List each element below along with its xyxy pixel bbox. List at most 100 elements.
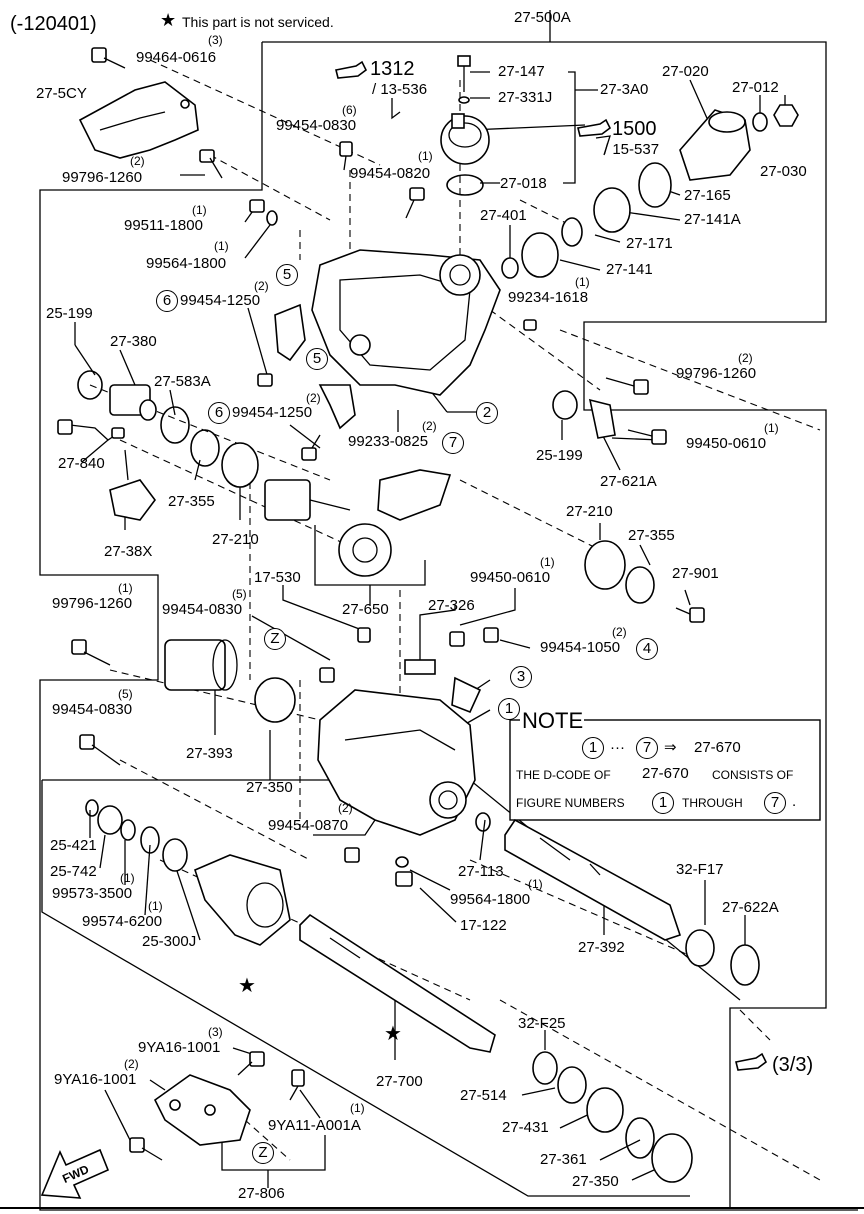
ring-27-355-b — [625, 566, 655, 604]
ref-1500-sub[interactable]: / 15-537 — [604, 141, 660, 158]
label-27-380[interactable]: 27-380 — [110, 333, 157, 350]
label-99454-0830-b[interactable]: 99454-0830 — [162, 601, 243, 618]
label-9YA11-A001A[interactable]: 9YA11-A001A — [268, 1117, 361, 1134]
note-line2b[interactable]: 27-670 — [642, 765, 689, 782]
label-9YA16-1001-b[interactable]: 9YA16-1001 — [54, 1071, 137, 1088]
label-27-431[interactable]: 27-431 — [502, 1119, 549, 1136]
label-27-012[interactable]: 27-012 — [732, 79, 779, 96]
bolt-99796-1260-a — [199, 149, 223, 179]
label-9YA16-1001-a[interactable]: 9YA16-1001 — [138, 1039, 221, 1056]
next-page-ref[interactable]: (3/3) — [772, 1054, 814, 1076]
bolt-99511-1800 — [249, 199, 265, 213]
label-27-018[interactable]: 27-018 — [500, 175, 547, 192]
label-27-331J[interactable]: 27-331J — [498, 89, 553, 106]
label-27-147[interactable]: 27-147 — [498, 63, 545, 80]
bolt-99454-0830-c — [79, 734, 121, 766]
label-27-583A[interactable]: 27-583A — [154, 373, 211, 390]
label-27-361[interactable]: 27-361 — [540, 1151, 587, 1168]
qty-9YA16-1001-a: (3) — [208, 1025, 223, 1039]
label-27-020[interactable]: 27-020 — [662, 63, 709, 80]
label-27-141[interactable]: 27-141 — [606, 261, 653, 278]
label-27-210-a[interactable]: 27-210 — [212, 531, 259, 548]
bolt-99796-1260-b — [605, 377, 649, 395]
label-99234-1618[interactable]: 99234-1618 — [508, 289, 589, 306]
label-99454-0820[interactable]: 99454-0820 — [350, 165, 431, 182]
bolt-99450-0610-a — [627, 429, 667, 445]
ring-27-622A — [730, 944, 760, 986]
label-99796-1260-a[interactable]: 99796-1260 — [62, 169, 143, 186]
label-27-401[interactable]: 27-401 — [480, 207, 527, 224]
label-27-326[interactable]: 27-326 — [428, 597, 475, 614]
label-99454-0870[interactable]: 99454-0870 — [268, 817, 349, 834]
label-27-113[interactable]: 27-113 — [458, 863, 504, 880]
label-27-806[interactable]: 27-806 — [238, 1185, 285, 1202]
label-27-514[interactable]: 27-514 — [460, 1087, 507, 1104]
assembly-boundary — [39, 42, 858, 1211]
oring-27-018 — [446, 174, 484, 196]
label-99573-3500[interactable]: 99573-3500 — [52, 885, 133, 902]
qty-99564-1800-a: (1) — [214, 239, 229, 253]
label-27-030[interactable]: 27-030 — [760, 163, 807, 180]
label-99574-6200[interactable]: 99574-6200 — [82, 913, 163, 930]
label-25-300J[interactable]: 25-300J — [142, 933, 197, 950]
label-27-650[interactable]: 27-650 — [342, 601, 389, 618]
label-27-700[interactable]: 27-700 — [376, 1073, 423, 1090]
label-99796-1260-c[interactable]: 99796-1260 — [52, 595, 133, 612]
note-figure-1: 1 — [582, 737, 604, 759]
label-99511-1800[interactable]: 99511-1800 — [124, 217, 203, 234]
label-27-141A[interactable]: 27-141A — [684, 211, 741, 228]
bolt-99796-1260-c — [71, 639, 111, 666]
plug-17-122 — [395, 871, 413, 887]
label-27-622A[interactable]: 27-622A — [722, 899, 779, 916]
label-27-350-a[interactable]: 27-350 — [246, 779, 293, 796]
bracket-27-806 — [153, 1074, 251, 1146]
label-27-840[interactable]: 27-840 — [58, 455, 105, 472]
label-99454-0830-c[interactable]: 99454-0830 — [52, 701, 133, 718]
label-27-5CY[interactable]: 27-5CY — [36, 85, 87, 102]
label-27-355-a[interactable]: 27-355 — [168, 493, 215, 510]
label-27-392[interactable]: 27-392 — [578, 939, 625, 956]
model-range: (-120401) — [10, 13, 97, 35]
label-25-742[interactable]: 25-742 — [50, 863, 97, 880]
label-27-621A[interactable]: 27-621A — [600, 473, 657, 490]
label-99454-1250-a[interactable]: 99454-1250 — [180, 292, 261, 309]
label-27-210-b[interactable]: 27-210 — [566, 503, 613, 520]
label-27-901[interactable]: 27-901 — [672, 565, 719, 582]
oring-25-199-b — [552, 390, 578, 420]
label-99454-1050[interactable]: 99454-1050 — [540, 639, 621, 656]
label-17-530[interactable]: 17-530 — [254, 569, 301, 586]
ref-1312-sub[interactable]: / 13-536 — [372, 81, 428, 98]
label-25-199-b[interactable]: 25-199 — [536, 447, 583, 464]
label-25-421[interactable]: 25-421 — [50, 837, 97, 854]
label-25-199-a[interactable]: 25-199 — [46, 305, 93, 322]
assembly-ref[interactable]: 27-500A — [514, 9, 571, 26]
label-99450-0610-b[interactable]: 99450-0610 — [470, 569, 551, 586]
qty-99574-6200: (1) — [148, 899, 163, 913]
label-99454-0830-a[interactable]: 99454-0830 — [276, 117, 357, 134]
washer-27-331J — [458, 96, 470, 104]
label-99233-0825[interactable]: 99233-0825 — [348, 433, 429, 450]
pin-17-530 — [357, 627, 371, 643]
label-32-F25[interactable]: 32-F25 — [518, 1015, 566, 1032]
label-99564-1800-a[interactable]: 99564-1800 — [146, 255, 227, 272]
ref-1500[interactable]: 1500 — [612, 118, 657, 140]
label-27-393[interactable]: 27-393 — [186, 745, 233, 762]
figure-number-2: 2 — [476, 402, 498, 424]
label-17-122[interactable]: 17-122 — [460, 917, 507, 934]
ref-1312[interactable]: 1312 — [370, 58, 415, 80]
label-99564-1800-b[interactable]: 99564-1800 — [450, 891, 531, 908]
label-27-165[interactable]: 27-165 — [684, 187, 731, 204]
label-27-171[interactable]: 27-171 — [626, 235, 673, 252]
label-27-38X[interactable]: 27-38X — [104, 543, 153, 560]
label-32-F17[interactable]: 32-F17 — [676, 861, 724, 878]
label-27-350-b[interactable]: 27-350 — [572, 1173, 619, 1190]
label-99796-1260-b[interactable]: 99796-1260 — [676, 365, 757, 382]
label-99464-0616[interactable]: 99464-0616 — [136, 49, 217, 66]
bearing-32-F17 — [685, 929, 715, 967]
label-99454-1250-b[interactable]: 99454-1250 — [232, 404, 313, 421]
note-target[interactable]: 27-670 — [694, 739, 741, 756]
label-27-355-b[interactable]: 27-355 — [628, 527, 675, 544]
part-27-012 — [752, 112, 768, 132]
label-99450-0610-a[interactable]: 99450-0610 — [686, 435, 767, 452]
label-27-3A0[interactable]: 27-3A0 — [600, 81, 649, 98]
